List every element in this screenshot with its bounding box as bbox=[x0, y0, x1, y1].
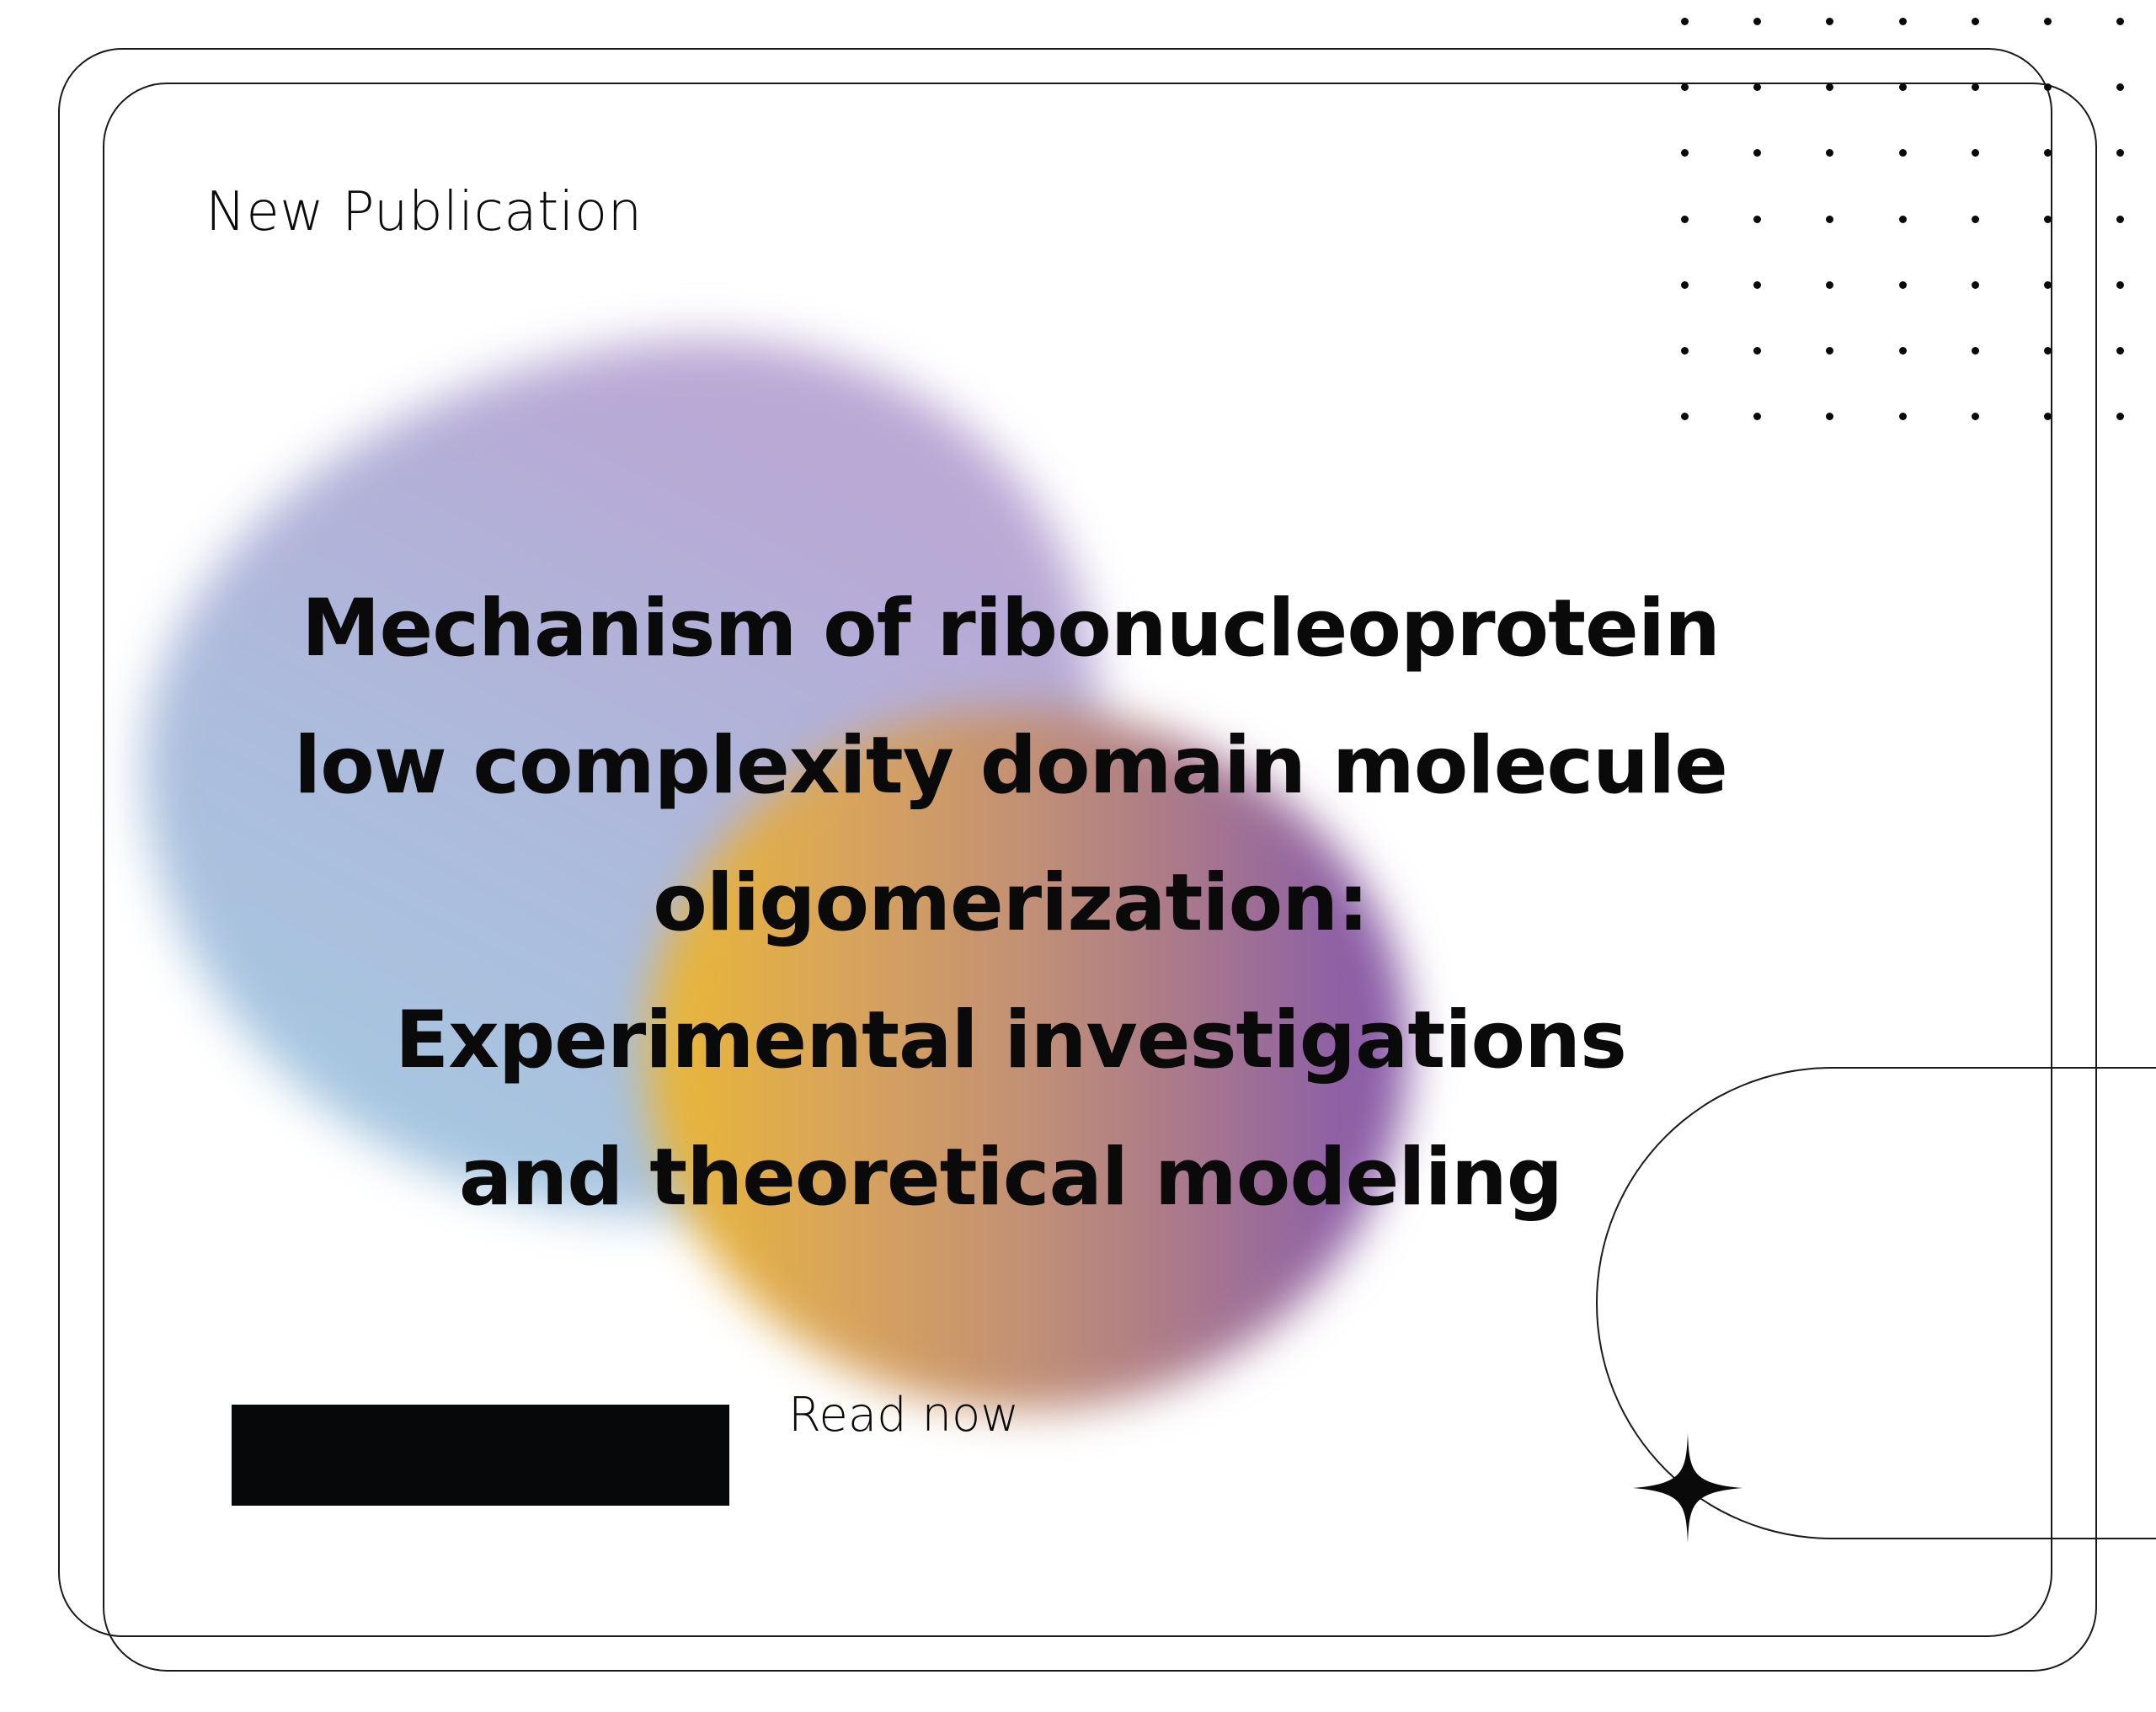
grid-dot bbox=[2044, 83, 2052, 92]
grid-dot bbox=[2044, 413, 2052, 421]
grid-dot bbox=[2116, 18, 2125, 25]
pill-outline-decoration bbox=[1596, 1067, 2156, 1539]
grid-dot bbox=[1826, 347, 1834, 355]
grid-dot bbox=[1826, 413, 1834, 421]
grid-dot bbox=[1753, 18, 1762, 25]
grid-dot bbox=[1971, 83, 1979, 92]
publication-label: New Publication bbox=[205, 181, 643, 243]
grid-dot bbox=[1826, 83, 1834, 92]
grid-dot bbox=[1681, 215, 1689, 223]
grid-dot bbox=[1898, 280, 1907, 289]
grid-dot bbox=[1681, 83, 1689, 92]
grid-dot bbox=[1753, 149, 1762, 157]
grid-dot bbox=[2116, 413, 2125, 421]
grid-dot bbox=[2116, 280, 2125, 289]
grid-dot bbox=[1681, 280, 1689, 289]
grid-dot bbox=[1753, 280, 1762, 289]
grid-dot bbox=[2116, 215, 2125, 223]
grid-dot bbox=[1681, 413, 1689, 421]
grid-dot bbox=[1971, 149, 1979, 157]
grid-dot bbox=[2116, 149, 2125, 157]
grid-dot bbox=[1826, 149, 1834, 157]
grid-dot bbox=[2044, 18, 2052, 25]
grid-dot bbox=[1826, 18, 1834, 25]
grid-dot bbox=[1971, 413, 1979, 421]
grid-dot bbox=[1898, 347, 1907, 355]
grid-dot bbox=[1753, 215, 1762, 223]
read-now-link[interactable]: Read now bbox=[788, 1388, 1020, 1443]
redacted-block bbox=[232, 1405, 729, 1506]
grid-dot bbox=[2044, 280, 2052, 289]
grid-dot bbox=[1681, 347, 1689, 355]
title-line: Mechanism of ribonucleoprotein bbox=[302, 583, 1721, 675]
grid-dot bbox=[1971, 280, 1979, 289]
outer-frame bbox=[58, 48, 2052, 1637]
title-line: and theoretical modeling bbox=[458, 1132, 1563, 1224]
grid-dot bbox=[1971, 18, 1979, 25]
grid-dot bbox=[2116, 83, 2125, 92]
grid-dot bbox=[1826, 215, 1834, 223]
title-line: Experimental investigations bbox=[395, 995, 1627, 1086]
grid-dot bbox=[2116, 347, 2125, 355]
grid-dot bbox=[1898, 215, 1907, 223]
grid-dot bbox=[1971, 215, 1979, 223]
grid-dot bbox=[1681, 18, 1689, 25]
dot-grid-decoration bbox=[1681, 18, 2153, 430]
grid-dot bbox=[1898, 83, 1907, 92]
grid-dot bbox=[1971, 347, 1979, 355]
publication-title: Mechanism of ribonucleoprotein low compl… bbox=[253, 560, 1769, 1246]
title-line: low complexity domain molecule bbox=[294, 720, 1728, 812]
grid-dot bbox=[1753, 347, 1762, 355]
grid-dot bbox=[1826, 280, 1834, 289]
grid-dot bbox=[1681, 149, 1689, 157]
sparkle-icon bbox=[1633, 1433, 1742, 1543]
grid-dot bbox=[2044, 347, 2052, 355]
grid-dot bbox=[2044, 149, 2052, 157]
title-line: oligomerization: bbox=[653, 857, 1369, 949]
grid-dot bbox=[1898, 18, 1907, 25]
grid-dot bbox=[1898, 413, 1907, 421]
grid-dot bbox=[1753, 413, 1762, 421]
inner-frame bbox=[103, 83, 2097, 1672]
grid-dot bbox=[2044, 215, 2052, 223]
grid-dot bbox=[1898, 149, 1907, 157]
warm-gradient-blob bbox=[647, 707, 1409, 1411]
grid-dot bbox=[1753, 83, 1762, 92]
